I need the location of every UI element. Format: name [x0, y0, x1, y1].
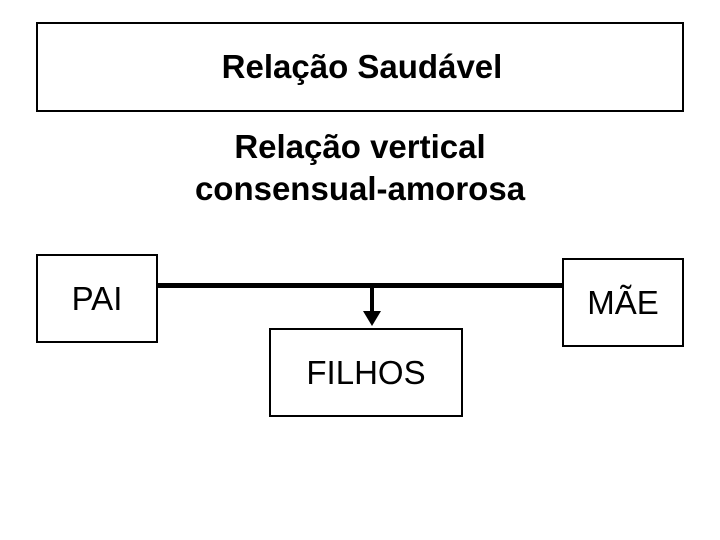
node-mae-label: MÃE: [587, 284, 659, 321]
subtitle-line-2: consensual-amorosa: [194, 170, 526, 207]
node-pai-label: PAI: [71, 280, 123, 317]
subtitle-block: Relação vertical consensual-amorosa: [36, 126, 684, 210]
arrow-head: [363, 311, 381, 326]
title-box: Relação Saudável: [36, 22, 684, 112]
page-title: Relação Saudável: [221, 48, 503, 85]
subtitle-line-1: Relação vertical: [234, 128, 486, 165]
node-mae: MÃE: [562, 258, 684, 347]
down-arrow-icon: [362, 286, 382, 326]
node-pai: PAI: [36, 254, 158, 343]
connector-pai-mae: [157, 283, 563, 288]
node-filhos: FILHOS: [269, 328, 463, 417]
node-filhos-label: FILHOS: [306, 354, 426, 391]
arrow-shaft: [370, 286, 374, 314]
